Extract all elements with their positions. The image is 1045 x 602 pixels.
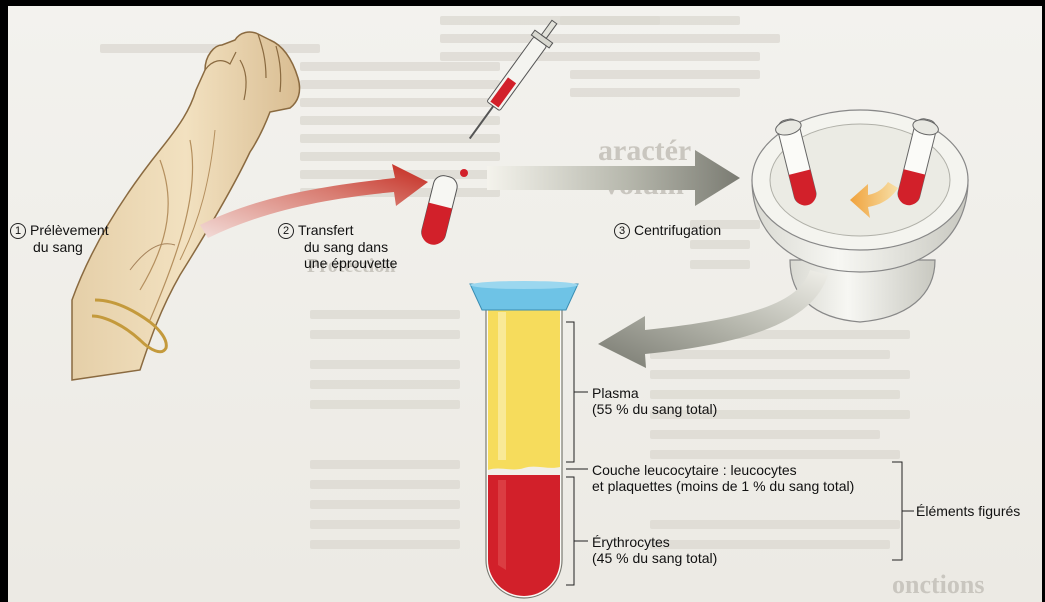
top-border [0,0,1045,6]
